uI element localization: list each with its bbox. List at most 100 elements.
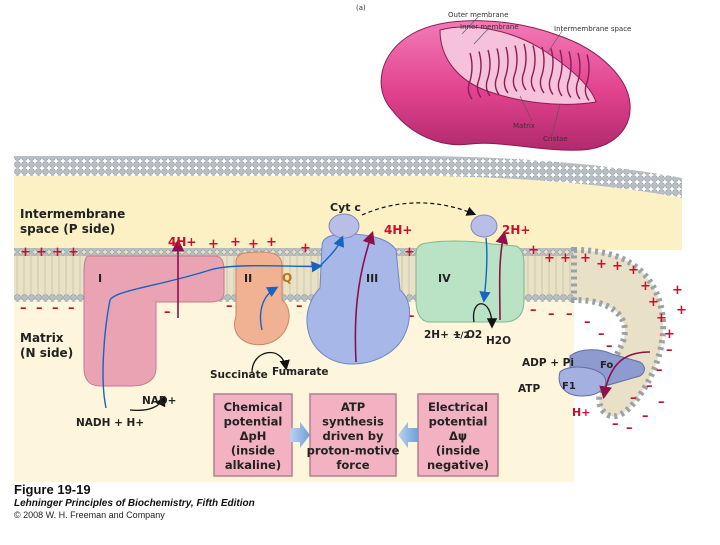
cristae-folds [467,43,590,101]
nadh-label: NADH + H+ [76,417,144,429]
box-text-line: negative) [427,458,489,472]
crista-fold [485,49,491,97]
positive-charge-sign: + [404,245,415,260]
atp-synthase: Fo F1 [558,349,645,397]
proton-pump-IV [495,230,509,321]
negative-charge-sign: – [20,301,27,316]
negative-charge-sign: – [548,307,555,322]
succinate-oxidation-arrow [251,351,290,373]
inset-label-inner-membrane: Inner membrane [460,23,519,31]
proton-return-atp-synthase [599,351,651,400]
electron-path-cytc-to-IV [479,237,491,303]
proton-label-atp-synthase: H+ [572,406,590,419]
negative-charge-sign: – [566,307,573,322]
inset-label-intermembrane-space: Intermembrane space [554,25,631,33]
inset-leader-lines [461,16,563,137]
cytc-label: Cyt c [330,201,361,214]
box-text-line: Chemical [224,400,283,414]
electron-flow-arrows [102,235,491,409]
negative-charge-sign: – [226,299,233,314]
negative-charge-sign: – [68,301,75,316]
outer-membrane-band [14,156,682,198]
electron-path-Q-to-cytc [319,235,345,267]
oxygen-reaction-fraction: 1/2 [454,331,470,341]
complex-III-body [306,233,410,365]
inset-label-matrix: Matrix [513,122,535,130]
box-text-line: Δψ [449,429,467,443]
inset-label-cristae: Cristae [543,135,568,143]
negative-charge-sign: – [606,339,613,354]
positive-charge-sign: + [648,295,659,310]
positive-charge-sign: + [266,235,277,250]
atp-label: ATP [518,383,540,395]
complex-I-label: I [98,272,102,285]
crista-fold [575,52,581,100]
proton-pump-III [354,230,375,363]
negative-charge-sign: – [584,315,591,330]
nad-label: NAD+ [142,395,176,407]
positive-charge-sign: + [68,245,79,260]
intermembrane-label-1: Intermembrane [20,207,125,221]
water-label: H2O [486,335,511,347]
nadh-oxidation-arrow [129,395,166,412]
negative-charge-sign: – [666,343,673,358]
complex-I-body [83,255,225,387]
negative-charge-sign: – [52,301,59,316]
complex-II: II Q [234,251,292,346]
negative-charge-sign: – [646,379,653,394]
matrix-label-2: (N side) [20,346,73,360]
chemical-potential-box [213,393,293,477]
F1-label: F1 [562,381,576,392]
crista-fold [467,52,473,100]
crista-fold [557,49,563,97]
inner-membrane-heads-top [14,248,574,256]
positive-charge-sign: + [672,283,683,298]
mitochondrion-opening [439,26,597,105]
intermembrane-space-region [14,176,682,250]
box-text-line: (inside [436,444,480,458]
positive-charge-sign: + [580,251,591,266]
negative-charge-sign: – [658,395,665,410]
box-text-line: synthesis [322,415,384,429]
positive-charge-sign: + [560,251,571,266]
complex-III: III [306,233,410,365]
cytc-transfer-arrow [361,202,477,216]
intermembrane-label-2: space (P side) [20,222,115,236]
positive-charge-sign: + [544,251,555,266]
complex-II-label: II [244,272,252,285]
electron-path-II-to-Q [259,286,279,331]
crista-fold [494,48,500,95]
positive-charge-sign: + [640,279,651,294]
crista-fold [503,46,509,94]
cytc-left-sphere [328,213,360,239]
negative-charge-sign: – [36,301,43,316]
positive-charge-sign: + [20,245,31,260]
positive-charge-sign: + [628,263,639,278]
crista-fold [584,54,590,101]
inset-label-outer-membrane: Outer membrane [448,11,508,19]
positive-charge-sign: + [300,241,311,256]
box-text-line: proton-motive [307,444,400,458]
figure-caption: Figure 19-19 Lehninger Principles of Bio… [14,482,255,520]
positive-charge-sign: + [208,237,219,252]
positive-charge-sign: + [656,311,667,326]
negative-charge-sign: – [626,421,633,436]
oxygen-reaction-left: 2H+ + [424,329,461,341]
oxygen-reduction-arrow [472,303,498,329]
inset-panel-label: (a) [356,4,366,12]
crista-fold [539,46,545,94]
negative-charge-sign: – [408,309,415,324]
complex-IV-body [415,240,525,323]
crista-fold [548,48,554,95]
figure-number: Figure 19-19 [14,482,91,497]
electrical-potential-box [417,393,499,477]
proton-label-complex-IV: 2H+ [502,223,530,237]
negative-charge-sign: – [296,299,303,314]
chemical-to-synthesis-arrow [290,422,310,448]
inner-membrane-heads-bottom [14,294,574,302]
Fo-label: Fo [600,360,613,371]
positive-charge-sign: + [528,243,539,258]
